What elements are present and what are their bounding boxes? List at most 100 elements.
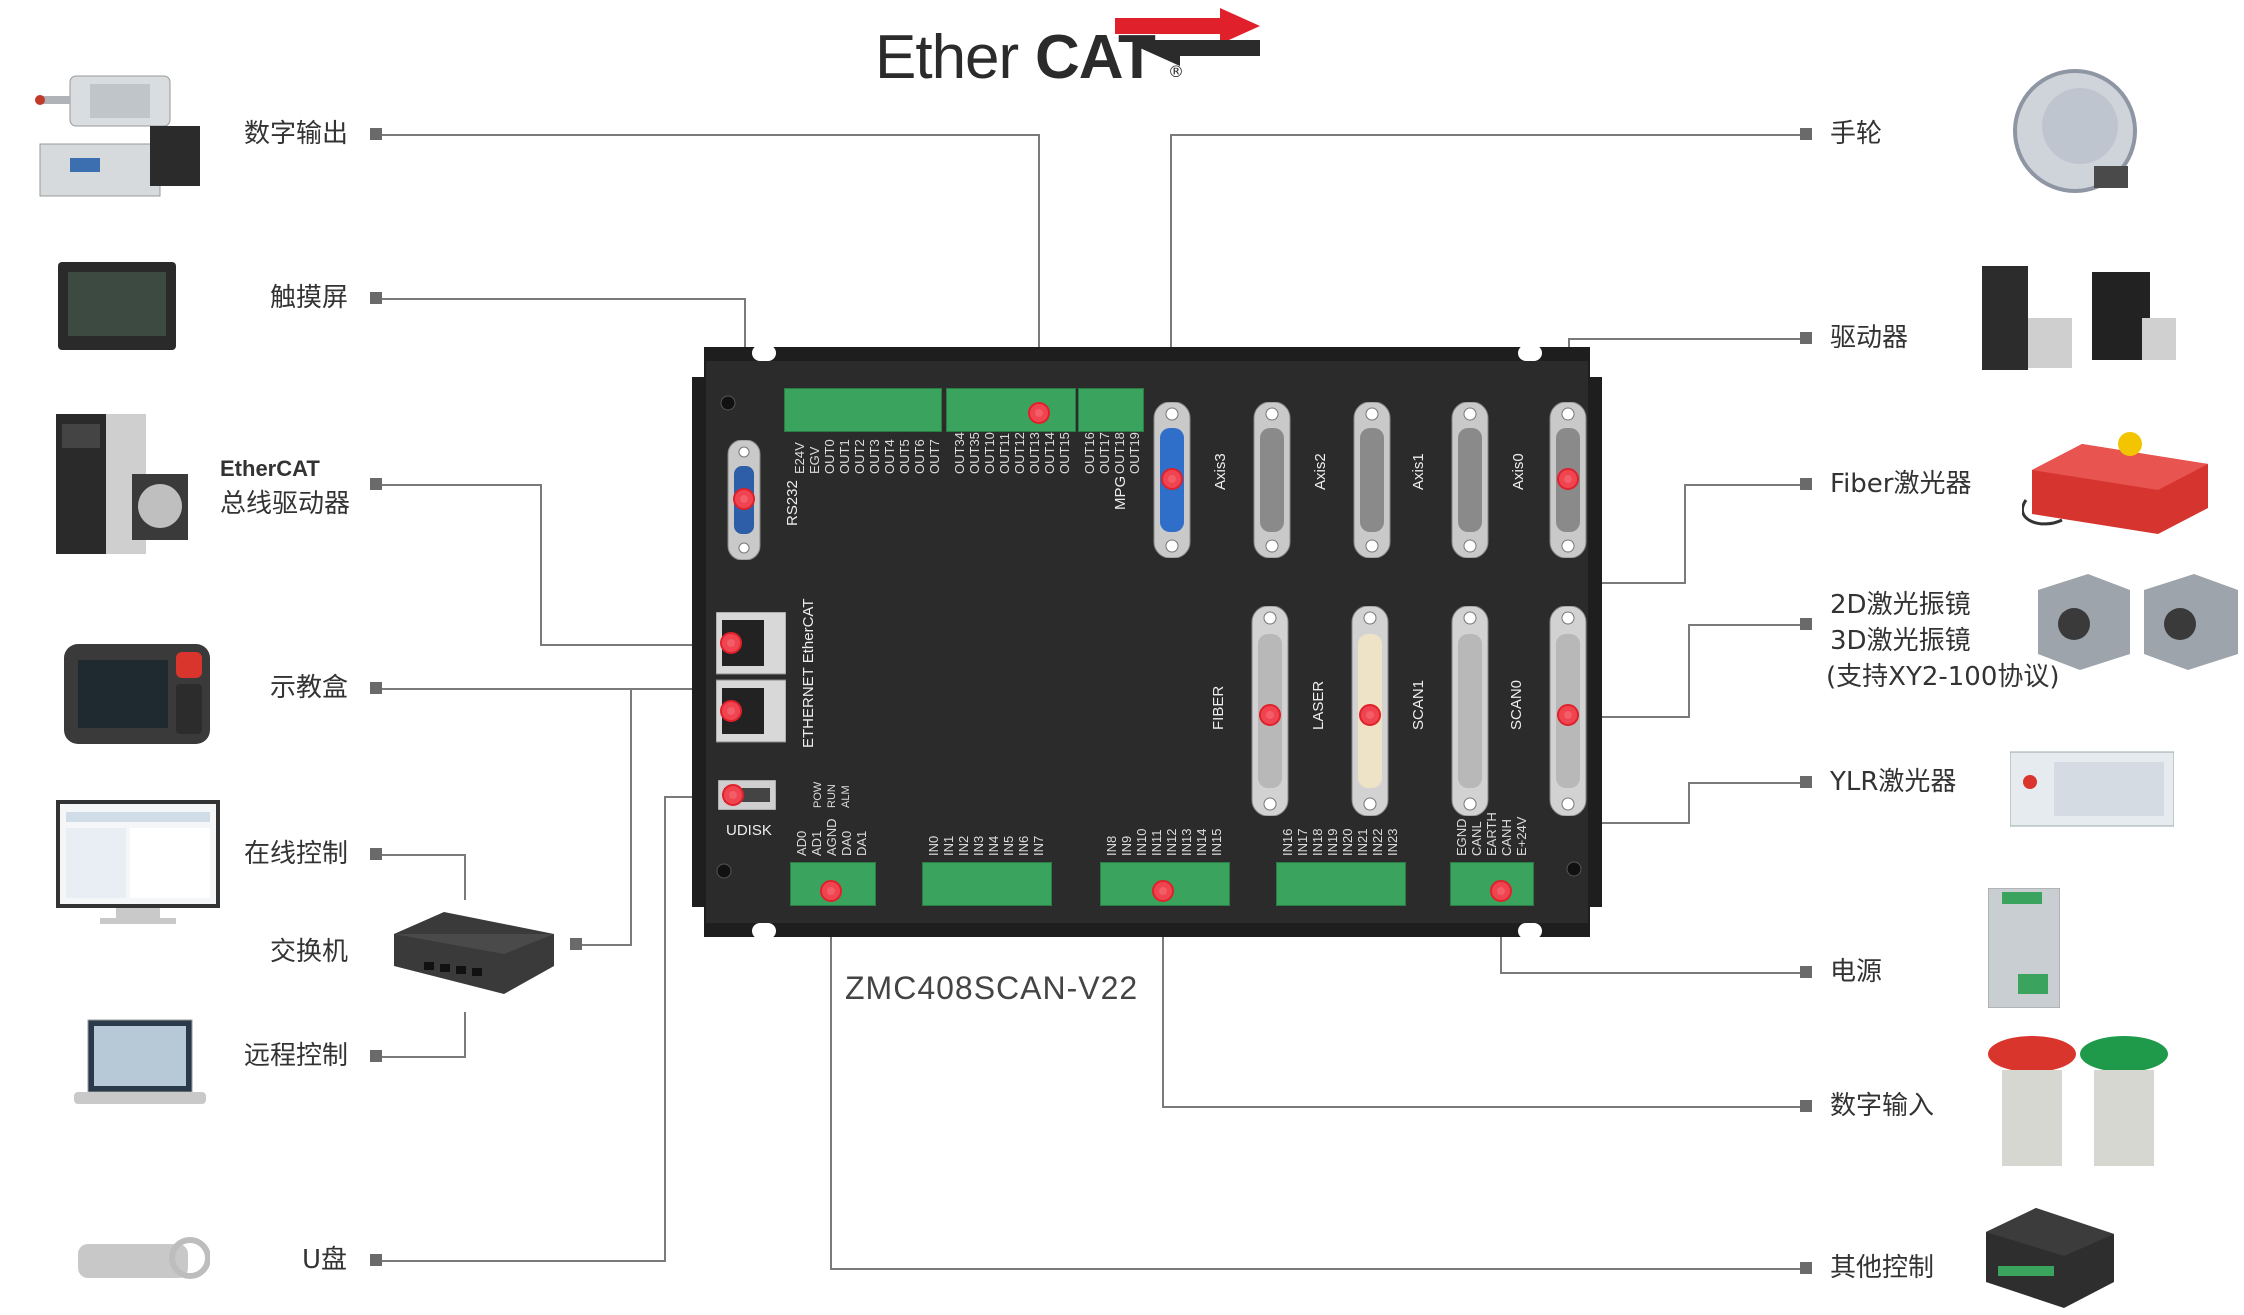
pin-label: OUT5 xyxy=(897,439,912,474)
wire-fiber xyxy=(1684,484,1806,486)
pin-label: EGV xyxy=(807,446,822,474)
wire-galvo-h2 xyxy=(1570,716,1690,718)
pin-label: OUT0 xyxy=(822,439,837,474)
wire-online-control xyxy=(376,854,466,856)
pin-label: OUT34 xyxy=(952,432,967,474)
pin-label: AD0 xyxy=(794,830,809,856)
rs232-label: RS232 xyxy=(784,480,801,526)
can-pins: EGND CANL EARTH CANH E+24V xyxy=(1452,812,1534,858)
pin-label: OUT18 xyxy=(1112,432,1127,474)
pin-label: OUT16 xyxy=(1082,432,1097,474)
pin-label: IN8 xyxy=(1104,835,1119,856)
wire-remote-control-v xyxy=(464,1012,466,1058)
pc-monitor-icon xyxy=(56,800,220,924)
wire-online-control-v xyxy=(464,854,466,900)
connection-point-output xyxy=(1028,402,1050,424)
input-pins-3: IN16 IN17 IN18 IN19 IN20 IN21 IN22 IN23 xyxy=(1278,812,1406,858)
galvo-scanner-icon xyxy=(2038,574,2238,670)
wire-other-control xyxy=(830,1268,1806,1270)
wire-bus-driver-v xyxy=(540,484,542,646)
pin-label: IN23 xyxy=(1385,828,1400,856)
wire-other-control-v xyxy=(830,892,832,1270)
connection-point-input xyxy=(1152,880,1174,902)
mpg-label: MPG xyxy=(1112,475,1129,510)
wire-power xyxy=(1500,972,1806,974)
pin-label: OUT3 xyxy=(867,439,882,474)
label-online-control: 在线控制 xyxy=(244,839,349,869)
ylr-laser-icon xyxy=(2010,751,2174,827)
pin-label: IN11 xyxy=(1149,829,1164,857)
pin-label: IN13 xyxy=(1179,828,1194,856)
bullet-handwheel xyxy=(1800,128,1812,140)
label-galvo-2d: 2D激光振镜 xyxy=(1830,590,1971,620)
bullet-online-control xyxy=(370,848,382,860)
pin-label: OUT6 xyxy=(912,439,927,474)
wire-remote-control xyxy=(376,1056,466,1058)
output-pins-2: OUT34 OUT35 OUT10 OUT11 OUT12 OUT13 OUT1… xyxy=(950,432,1074,480)
pin-label: CANH xyxy=(1499,819,1514,856)
terminal-input-group3 xyxy=(1276,862,1406,906)
wire-handwheel xyxy=(1170,134,1806,136)
bullet-other-control xyxy=(1800,1262,1812,1274)
udisk-label: UDISK xyxy=(726,822,772,839)
scan0-label: SCAN0 xyxy=(1508,679,1525,730)
pin-label: EARTH xyxy=(1484,812,1499,856)
bullet-digital-output xyxy=(370,128,382,140)
pin-label: OUT15 xyxy=(1057,432,1072,474)
power-supply-icon xyxy=(1988,888,2060,1008)
laser-label: LASER xyxy=(1310,680,1327,730)
model-name: ZMC408SCAN-V22 xyxy=(845,970,1139,1006)
pin-label: AGND xyxy=(824,818,839,856)
pin-label: IN21 xyxy=(1355,828,1370,856)
pin-label: IN0 xyxy=(926,835,941,856)
fiber-label: FIBER xyxy=(1210,685,1227,730)
wire-driver xyxy=(1568,338,1806,340)
axis2-port xyxy=(1353,402,1391,558)
pin-label: IN7 xyxy=(1031,835,1046,856)
pin-label: IN20 xyxy=(1340,828,1355,856)
wire-fiber-v xyxy=(1684,484,1686,582)
label-bus-driver: 总线驱动器 xyxy=(220,489,351,519)
axis0-label: Axis0 xyxy=(1510,453,1527,490)
wire-udisk xyxy=(376,1260,666,1262)
bullet-remote-control xyxy=(370,1050,382,1062)
wire-digital-input xyxy=(1162,1106,1806,1108)
label-ylr-laser: YLR激光器 xyxy=(1830,767,1957,797)
scan1-port xyxy=(1451,606,1489,816)
output-pins-1: E24V EGV OUT0 OUT1 OUT2 OUT3 OUT4 OUT5 O… xyxy=(788,439,942,480)
wire-digital-output xyxy=(376,134,1040,136)
connection-point-can xyxy=(1490,880,1512,902)
terminal-output-group2 xyxy=(946,388,1076,432)
touchscreen-icon xyxy=(58,262,176,350)
pin-label: E24V xyxy=(792,442,807,474)
bullet-touchscreen xyxy=(370,292,382,304)
connection-point-udisk xyxy=(722,784,744,806)
pin-label: CANL xyxy=(1469,821,1484,856)
connection-point-ethernet1 xyxy=(720,632,742,654)
label-handwheel: 手轮 xyxy=(1830,119,1883,149)
pin-label: IN1 xyxy=(941,835,956,856)
wire-bus-driver xyxy=(376,484,542,486)
handwheel-icon xyxy=(2013,69,2137,193)
pin-label: OUT7 xyxy=(927,439,942,474)
wire-ylr-v xyxy=(1688,782,1690,824)
connection-point-rs232 xyxy=(733,488,755,510)
ethernet-label: ETHERNET EtherCAT xyxy=(800,598,817,748)
axis1-label: Axis1 xyxy=(1410,453,1427,490)
label-udisk: U盘 xyxy=(302,1245,348,1275)
label-driver: 驱动器 xyxy=(1830,323,1909,353)
pin-label: OUT19 xyxy=(1127,432,1142,474)
wire-touchscreen xyxy=(376,298,746,300)
pin-label: OUT11 xyxy=(997,433,1012,474)
pin-label: OUT12 xyxy=(1012,432,1027,474)
label-other-control: 其他控制 xyxy=(1830,1253,1935,1283)
connection-point-mpg xyxy=(1161,468,1183,490)
wire-teach-pendant-h2 xyxy=(630,688,730,690)
bullet-teach-pendant xyxy=(370,682,382,694)
scan1-label: SCAN1 xyxy=(1410,679,1427,730)
bullet-ylr xyxy=(1800,776,1812,788)
label-digital-input: 数字输入 xyxy=(1830,1091,1935,1121)
connection-point-axis0 xyxy=(1557,468,1579,490)
label-touchscreen: 触摸屏 xyxy=(270,283,349,313)
label-switch: 交换机 xyxy=(270,937,349,967)
